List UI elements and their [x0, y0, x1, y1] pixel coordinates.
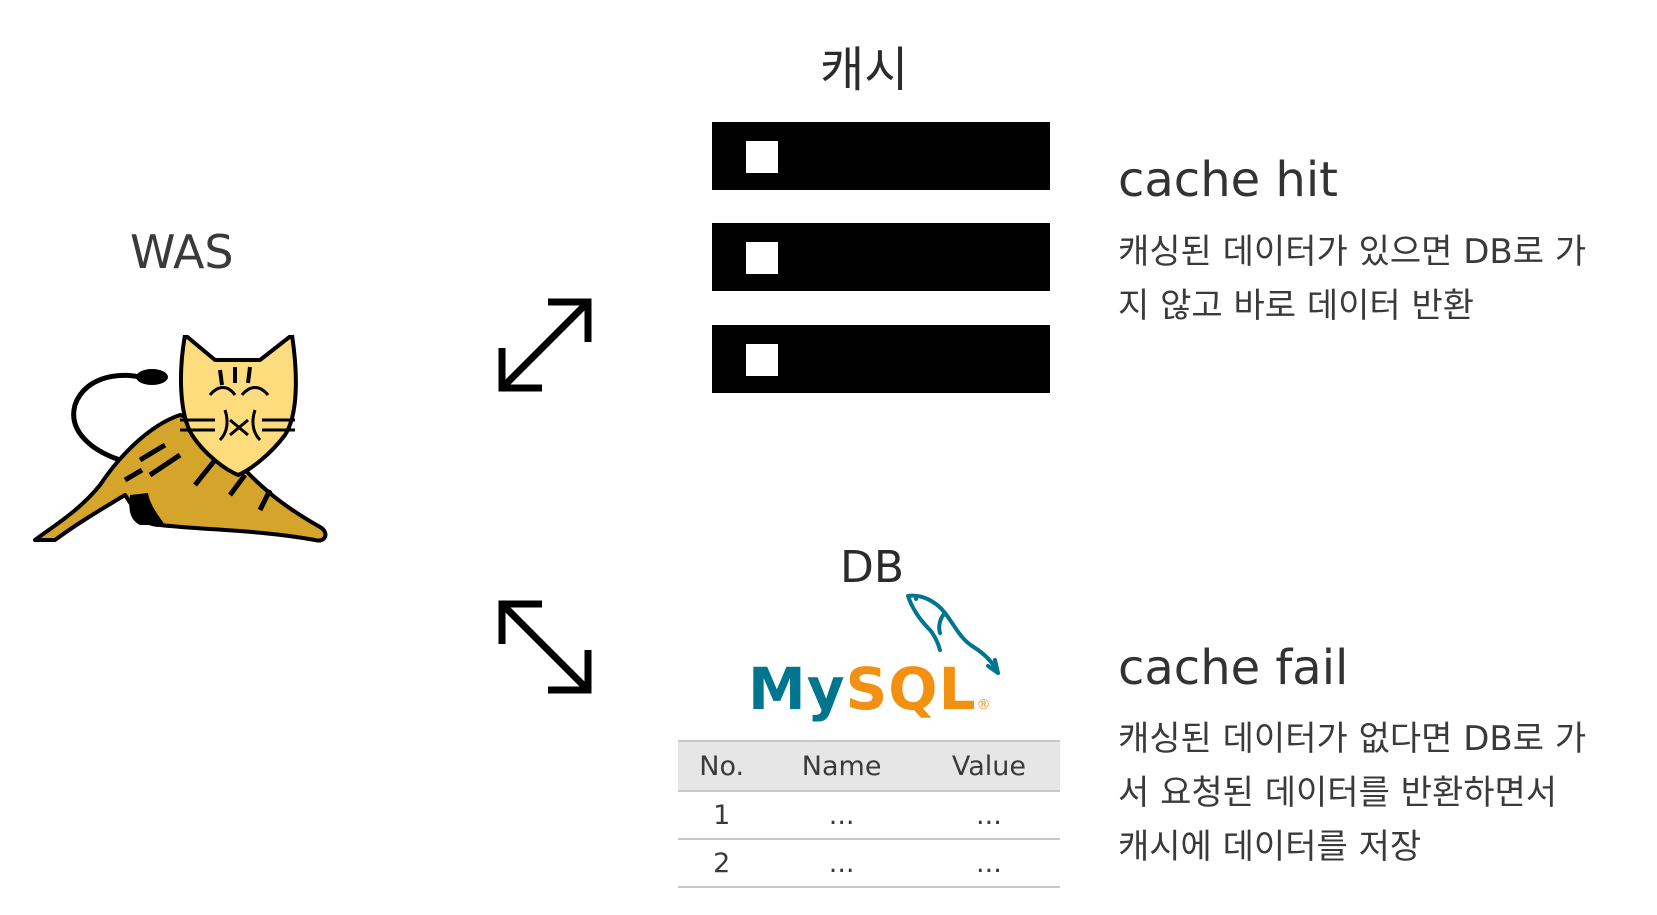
- db-table-header: Value: [917, 740, 1060, 792]
- was-db-arrow-icon: [498, 600, 592, 694]
- mysql-logo-my: My: [748, 655, 846, 723]
- server-led-icon: [746, 242, 778, 274]
- db-table-header: No.: [678, 740, 766, 792]
- mysql-logo-sql: SQL: [845, 655, 977, 723]
- mysql-logo-registered: ®: [976, 697, 992, 713]
- table-cell: ...: [765, 839, 918, 888]
- cache-hit-title: cache hit: [1118, 152, 1338, 208]
- cache-fail-desc-line: 서 요청된 데이터를 반환하면서: [1118, 773, 1558, 813]
- table-cell: 2: [678, 839, 766, 888]
- cache-server-unit-icon: [712, 223, 1050, 291]
- cache-fail-title: cache fail: [1118, 640, 1349, 696]
- db-label: DB: [840, 542, 905, 593]
- cache-hit-desc-line: 캐싱된 데이터가 있으면 DB로 가: [1118, 232, 1587, 272]
- server-led-icon: [746, 344, 778, 376]
- tomcat-logo-icon: [33, 335, 328, 543]
- cache-hit-description: 캐싱된 데이터가 있으면 DB로 가 지 않고 바로 데이터 반환: [1118, 225, 1638, 333]
- table-cell: ...: [917, 791, 1060, 840]
- table-row: 1 ... ...: [678, 791, 1060, 840]
- cache-fail-desc-line: 캐싱된 데이터가 없다면 DB로 가: [1118, 719, 1587, 759]
- table-row: 2 ... ...: [678, 839, 1060, 888]
- table-cell: ...: [917, 839, 1060, 888]
- db-table: No. Name Value 1 ... ... 2 ... ...: [678, 740, 1060, 888]
- was-cache-arrow-icon: [498, 298, 592, 392]
- cache-fail-description: 캐싱된 데이터가 없다면 DB로 가 서 요청된 데이터를 반환하면서 캐시에 …: [1118, 712, 1638, 874]
- cache-server-unit-icon: [712, 122, 1050, 190]
- cache-server-unit-icon: [712, 325, 1050, 393]
- table-cell: 1: [678, 791, 766, 840]
- was-label: WAS: [130, 225, 234, 279]
- db-table-header-row: No. Name Value: [678, 740, 1060, 792]
- cache-fail-desc-line: 캐시에 데이터를 저장: [1118, 827, 1422, 867]
- mysql-dolphin-icon: [906, 593, 1000, 675]
- table-cell: ...: [765, 791, 918, 840]
- cache-hit-desc-line: 지 않고 바로 데이터 반환: [1118, 286, 1475, 326]
- mysql-logo: MySQL®: [748, 655, 992, 723]
- db-table-header: Name: [765, 740, 918, 792]
- server-led-icon: [746, 141, 778, 173]
- cache-label: 캐시: [820, 42, 909, 98]
